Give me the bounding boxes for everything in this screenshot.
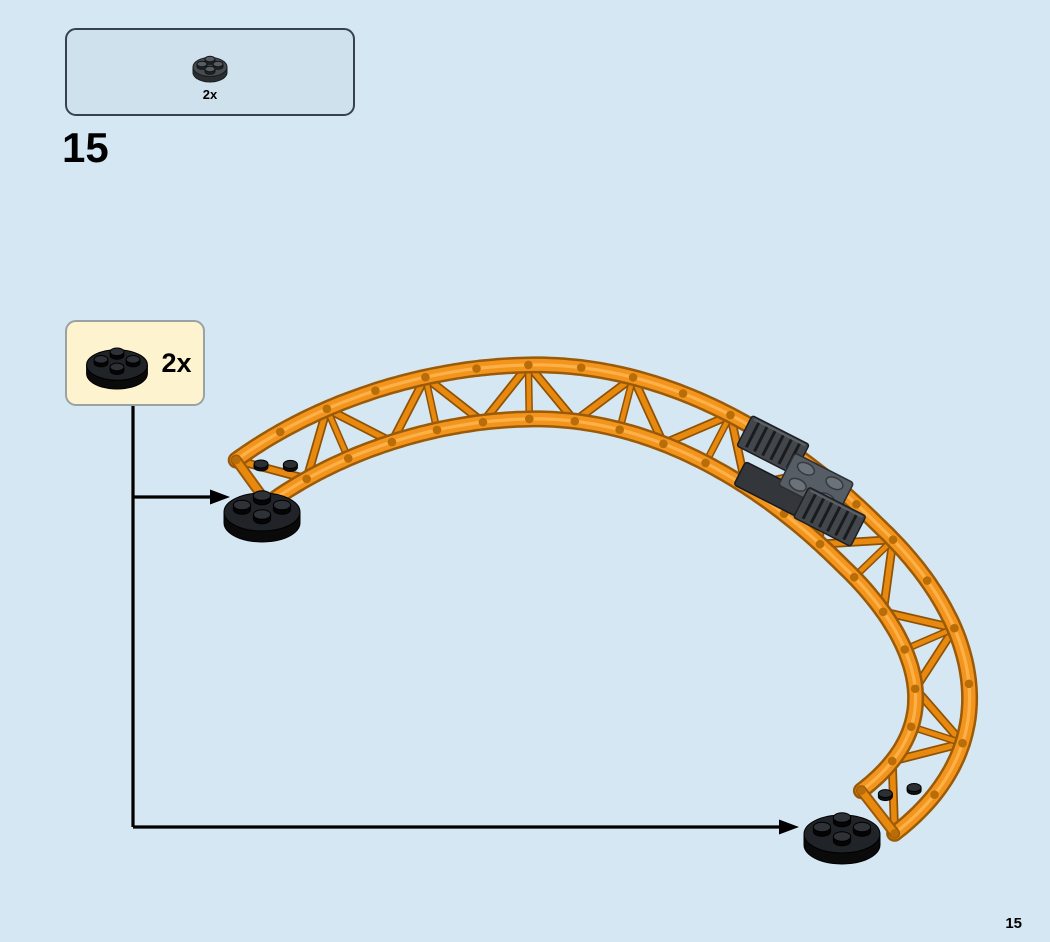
page-number: 15 — [1005, 915, 1022, 932]
round-plate-2x2-black — [86, 347, 149, 390]
round-plate-part-icon — [192, 55, 228, 83]
round-plate-left — [223, 490, 301, 543]
new-parts-panel: 2x — [65, 28, 355, 116]
part-callout: 2x — [65, 320, 205, 406]
round-plate-right — [803, 812, 881, 865]
coaster-track — [227, 356, 979, 842]
callout-quantity: 2x — [161, 347, 192, 378]
part-quantity: 2x — [202, 86, 218, 102]
round-plate-callout-icon — [86, 347, 149, 390]
callout-arrows — [131, 404, 799, 835]
gray-connector-bricks — [734, 415, 866, 547]
part-entry: 2x — [178, 43, 242, 102]
step-number: 15 — [62, 124, 109, 171]
